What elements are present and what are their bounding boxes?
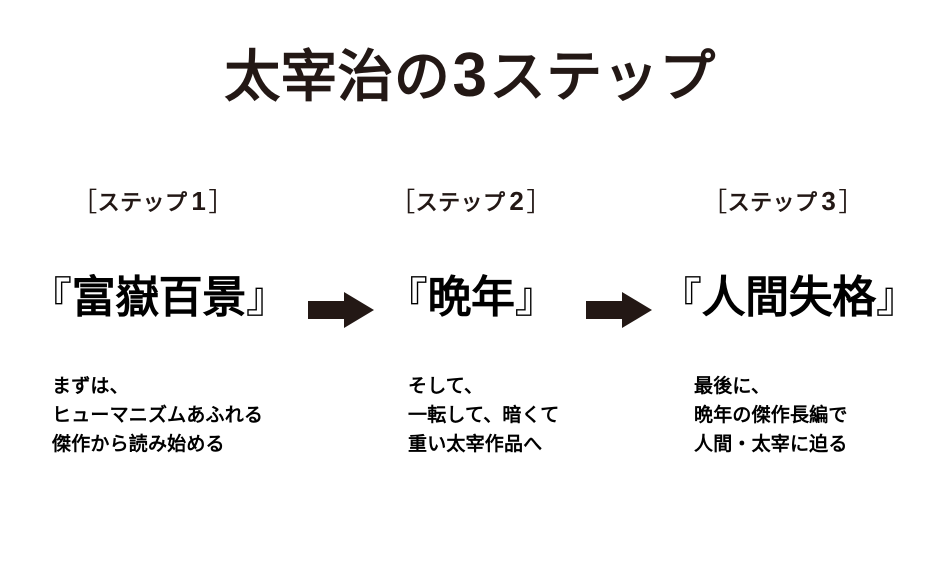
right-arrow-icon bbox=[586, 292, 652, 328]
step-description-line: 傑作から読み始める bbox=[52, 434, 225, 455]
step-description-line: 一転して、暗くて bbox=[408, 405, 560, 426]
step-bracket-open-2: ［ bbox=[389, 187, 416, 217]
step-bracket-close-1: ］ bbox=[208, 187, 235, 217]
step-description-line: 人間・太宰に迫る bbox=[694, 434, 848, 455]
step-label-text-2: ステップ bbox=[415, 190, 506, 215]
step-label-text-1: ステップ bbox=[97, 190, 188, 215]
book-quote-close-3: 』 bbox=[875, 274, 918, 321]
step-description-3: 最後に、 晩年の傑作長編で 人間・太宰に迫る bbox=[694, 372, 940, 459]
step-bracket-open-1: ［ bbox=[71, 187, 98, 217]
book-title-1: 『富嶽百景』 bbox=[30, 270, 288, 326]
step-description-1: まずは、 ヒューマニズムあふれる 傑作から読み始める bbox=[52, 372, 312, 459]
page-title: 太宰治の3ステップ bbox=[0, 44, 940, 109]
book-title-3: 『人間失格』 bbox=[660, 270, 918, 326]
book-title-text-3: 人間失格 bbox=[701, 273, 877, 322]
step-number-3: 3 bbox=[821, 186, 837, 216]
step-bracket-close-2: ］ bbox=[526, 187, 553, 217]
page-title-prefix: 太宰治の bbox=[224, 45, 451, 108]
book-quote-open-1: 『 bbox=[30, 274, 72, 321]
step-label-text-3: ステップ bbox=[727, 190, 818, 215]
step-description-line: ヒューマニズムあふれる bbox=[52, 405, 264, 426]
right-arrow-icon bbox=[308, 292, 374, 328]
page-title-number: 3 bbox=[452, 41, 488, 110]
step-description-line: 最後に、 bbox=[694, 376, 771, 397]
arrow-step2-to-step3 bbox=[586, 292, 652, 328]
book-quote-open-2: 『 bbox=[385, 274, 428, 321]
book-quote-open-3: 『 bbox=[660, 274, 702, 321]
step-description-line: まずは、 bbox=[52, 376, 129, 397]
step-bracket-close-3: ］ bbox=[838, 187, 865, 217]
page-title-suffix: ステップ bbox=[489, 45, 716, 108]
step-description-line: 晩年の傑作長編で bbox=[694, 405, 848, 426]
book-title-text-2: 晩年 bbox=[427, 273, 515, 322]
book-title-2: 『晩年』 bbox=[348, 270, 594, 326]
book-quote-close-2: 』 bbox=[514, 274, 557, 321]
step-bracket-open-3: ［ bbox=[701, 187, 728, 217]
step-description-2: そして、 一転して、暗くて 重い太宰作品へ bbox=[408, 372, 668, 459]
book-title-text-1: 富嶽百景 bbox=[71, 273, 247, 322]
arrow-step1-to-step2 bbox=[308, 292, 374, 328]
step-description-line: 重い太宰作品へ bbox=[408, 434, 543, 455]
step-description-line: そして、 bbox=[408, 376, 484, 397]
step-number-1: 1 bbox=[191, 186, 207, 216]
book-quote-close-1: 』 bbox=[245, 274, 288, 321]
step-number-2: 2 bbox=[509, 186, 525, 216]
